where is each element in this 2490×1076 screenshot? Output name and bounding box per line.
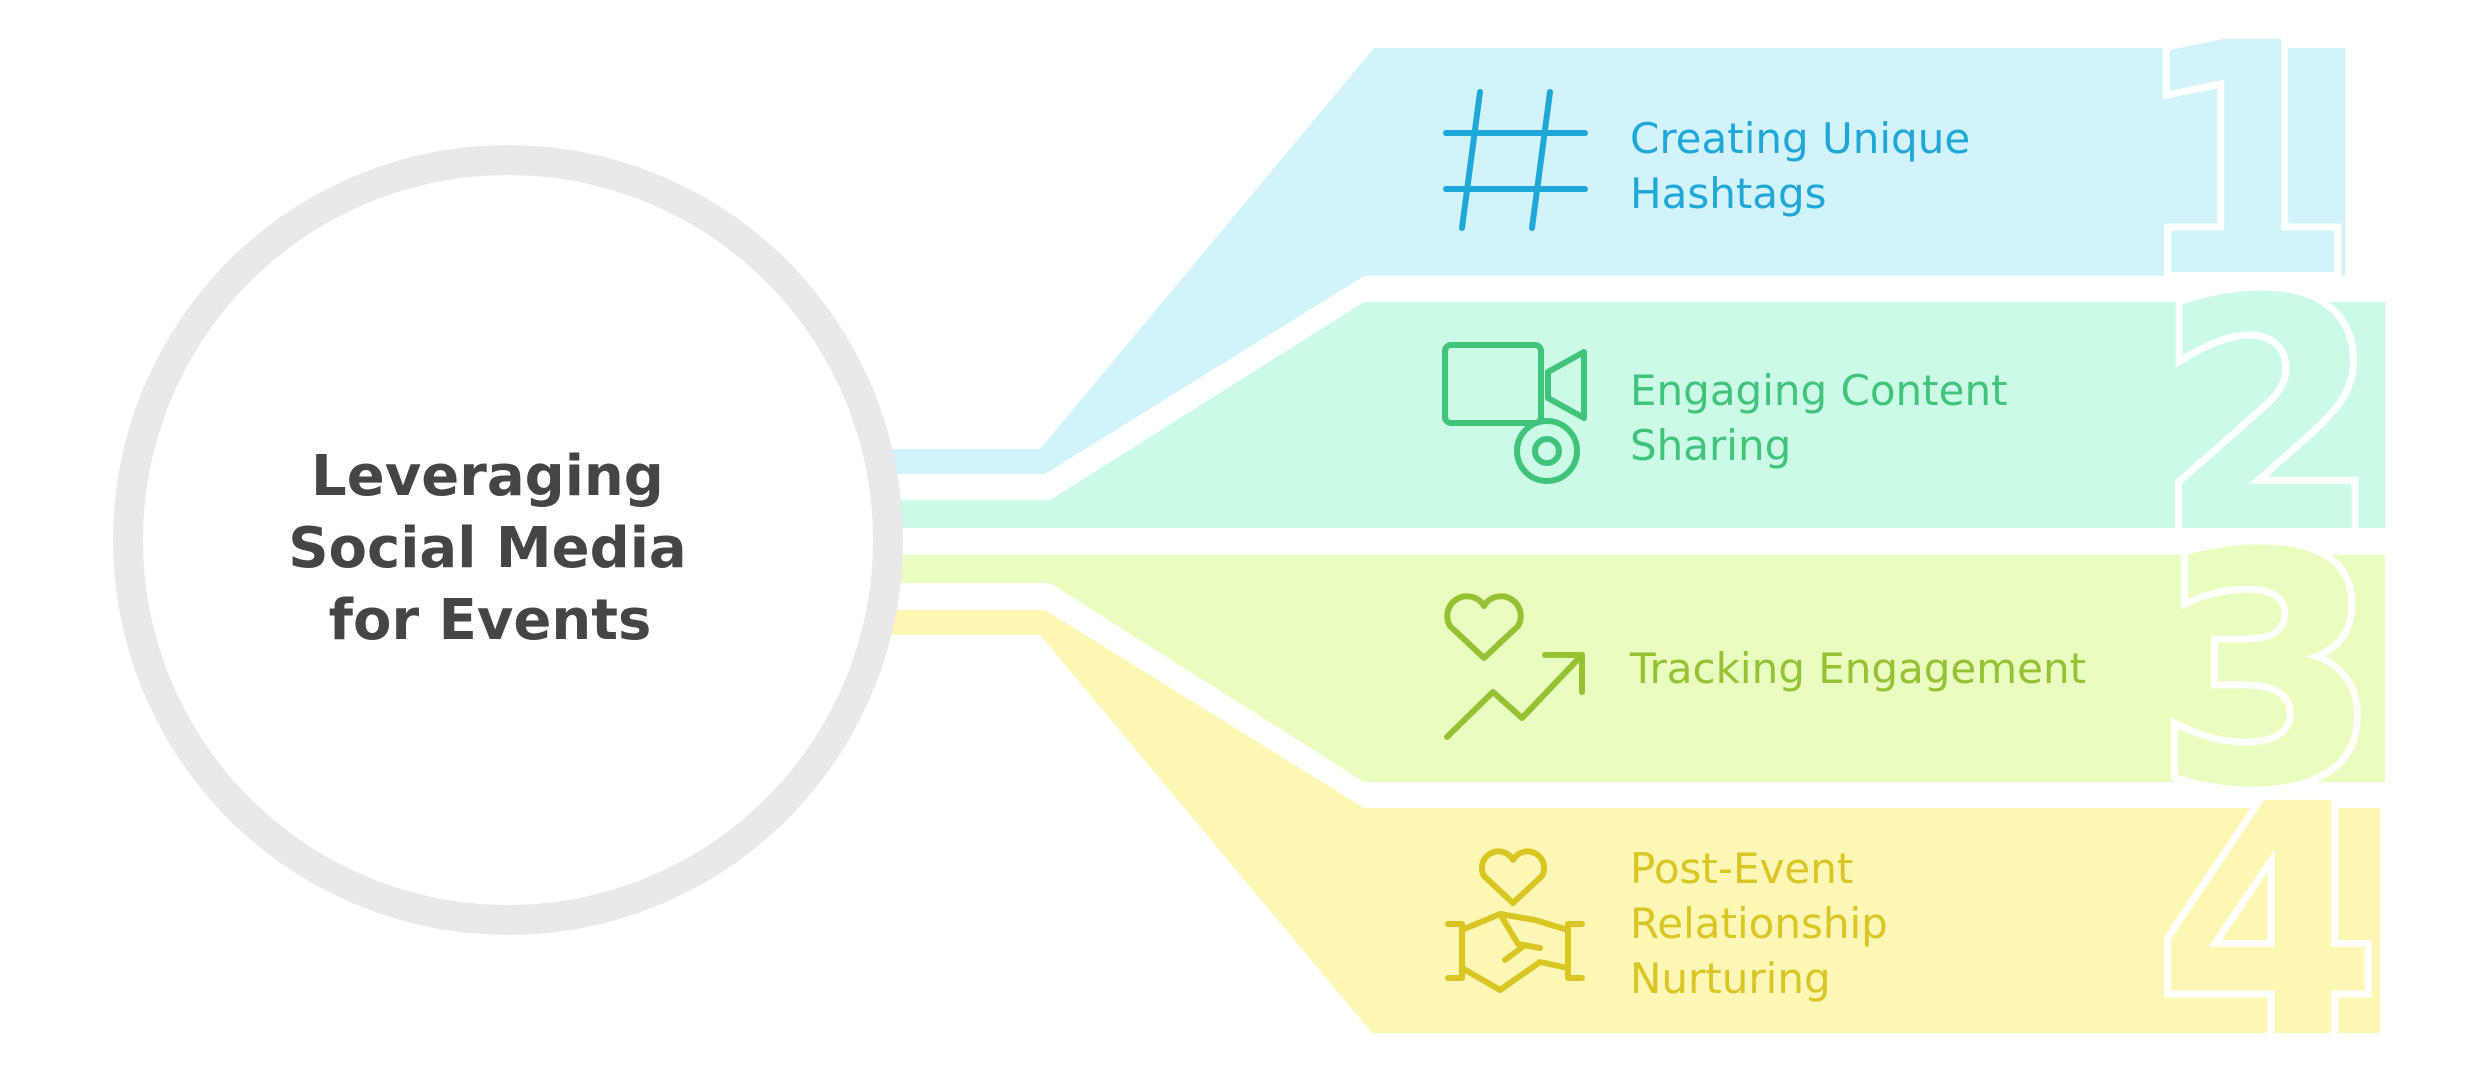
step-label-3-line-1: Tracking Engagement [1629, 644, 2086, 693]
step-numbers: 1 2 3 4 [2127, 0, 2387, 1076]
band-2 [870, 302, 2385, 528]
step-number-4: 4 [2157, 737, 2380, 1076]
band-3 [870, 555, 2385, 782]
step-number-3: 3 [2157, 486, 2380, 858]
step-label-1: Creating Unique Hashtags [1630, 114, 1984, 218]
step-label-3: Tracking Engagement [1629, 644, 2086, 693]
step-label-4: Post-Event Relationship Nurturing [1630, 844, 1901, 1003]
step-label-2: Engaging Content Sharing [1630, 366, 2021, 470]
center-circle-ring [113, 145, 903, 935]
step-label-1-line-1: Creating Unique [1630, 114, 1970, 163]
step-label-2-line-2: Sharing [1630, 421, 1791, 470]
center-title-line-1: Leveraging [311, 444, 664, 509]
center-title: Leveraging Social Media for Events [288, 444, 692, 653]
step-labels: Creating Unique Hashtags Engaging Conten… [1629, 114, 2086, 1003]
step-label-2-line-1: Engaging Content [1630, 366, 2008, 415]
step-label-4-line-2: Relationship [1630, 899, 1888, 948]
step-number-2: 2 [2157, 232, 2380, 604]
step-number-1: 1 [2134, 0, 2357, 348]
band-1 [860, 48, 2345, 474]
center-title-line-3: for Events [329, 588, 652, 653]
handshake-heart-icon [1445, 848, 1585, 993]
step-label-4-line-1: Post-Event [1630, 844, 1853, 893]
center-node: Leveraging Social Media for Events [113, 145, 903, 935]
video-camera-icon [1442, 342, 1587, 484]
heart-trend-icon [1444, 593, 1585, 740]
band-4 [865, 610, 2380, 1033]
center-title-line-2: Social Media [288, 516, 686, 581]
bands [860, 48, 2385, 1033]
hashtag-icon [1443, 89, 1588, 231]
step-label-1-line-2: Hashtags [1630, 169, 1827, 218]
step-label-4-line-3: Nurturing [1630, 954, 1831, 1003]
